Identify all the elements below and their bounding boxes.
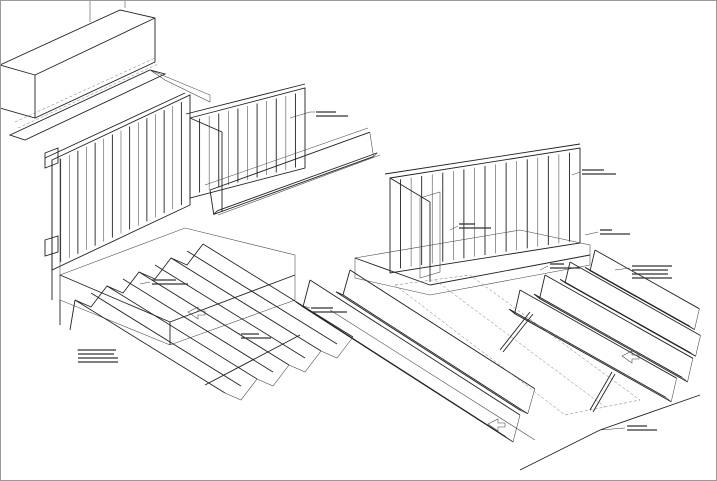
note-wall-right-leader [571, 171, 581, 176]
deck-left-profile [224, 336, 354, 401]
deck-left-rib [138, 271, 290, 366]
slab-edge [429, 254, 591, 286]
brace [499, 311, 531, 351]
trough-a-end [295, 279, 311, 308]
deck-left-rib [154, 264, 306, 359]
trough-c-end [508, 289, 521, 315]
trough-f-valley [589, 270, 695, 330]
trough-e-end [690, 335, 701, 357]
corner-post [44, 147, 59, 169]
trough-d-edge [533, 293, 683, 378]
brace [589, 371, 613, 411]
slab-edge [149, 69, 211, 103]
trough-a-edge [309, 279, 521, 416]
trough-a-end [505, 414, 521, 443]
trough-b-end [520, 388, 536, 415]
gutter-lip [217, 154, 381, 216]
panel-return [389, 177, 431, 203]
deck-edge [519, 429, 601, 471]
flow-arrow [621, 350, 640, 364]
building-edge [0, 64, 36, 76]
deck-edge [204, 334, 301, 386]
deck-edge [599, 394, 701, 431]
trough-e-edge [569, 261, 701, 336]
hidden-line [14, 57, 156, 123]
panel-top-flashing [384, 143, 581, 175]
gutter-left-valley [213, 156, 374, 215]
brace [502, 313, 534, 353]
parapet-cap [8, 69, 167, 141]
gutter-left-edge [217, 152, 378, 212]
corner-post [419, 191, 441, 279]
trough-b-valley [342, 294, 529, 415]
gutter-left-edge [209, 131, 370, 191]
annotation-leaders [77, 111, 672, 431]
trough-f-edge [594, 249, 700, 310]
note-slab-leader [584, 231, 599, 236]
trough-a-edge [295, 301, 507, 438]
note-fixture-leader [599, 427, 626, 431]
trough-f-end [584, 249, 596, 272]
corner-post [44, 235, 59, 257]
trough-b-edge [349, 269, 536, 390]
building-edge [34, 17, 156, 76]
hidden-gutter-axis [434, 279, 606, 408]
deck-left-profile [74, 243, 204, 308]
trough-d-valley [539, 298, 688, 383]
hidden-line [17, 63, 159, 129]
base-slab-right [354, 229, 591, 296]
trough-d-end [681, 358, 694, 383]
trough-e-edge [559, 279, 691, 354]
trough-c-edge [519, 289, 677, 379]
flow-arrow [487, 418, 506, 432]
trough-d-end [533, 274, 546, 300]
slab-edge [354, 257, 431, 286]
trough-f-edge [584, 267, 690, 327]
deck-left-rib [90, 292, 242, 387]
note-corner-leader [449, 225, 459, 231]
gutter-left-end [369, 132, 378, 158]
brace [592, 373, 616, 413]
trough-d-edge [544, 274, 694, 359]
trough-e-end [559, 261, 571, 284]
gutter-left-end [209, 189, 218, 216]
deck-edge [69, 299, 76, 331]
panel-return [189, 117, 223, 133]
deck-left-rib [202, 243, 354, 338]
trough-c-valley [514, 313, 672, 403]
right-assembly [295, 143, 701, 471]
panel-top-flashing [185, 83, 306, 115]
left-assembly [0, 0, 381, 401]
existing-building [0, 9, 156, 119]
trough-c-edge [508, 308, 667, 398]
hidden-gutter [394, 274, 641, 416]
trough-b-edge [335, 291, 522, 412]
trough-c-end [665, 378, 677, 403]
deck-left-rib [186, 250, 338, 345]
note-gutter-leader [139, 281, 151, 285]
trough-e-valley [564, 282, 696, 357]
deck-left-rib [122, 278, 274, 373]
note-ridge-leader [539, 265, 549, 271]
gutter-lip [204, 127, 369, 186]
deck-edge [329, 309, 536, 441]
note-wall-top-leader [289, 111, 315, 119]
note-edge-leader [299, 304, 311, 309]
deck-left-rib [170, 257, 322, 352]
trough-b-end [335, 269, 351, 296]
deck-left-rib [74, 299, 226, 394]
panel-top-flashing [44, 92, 186, 159]
deck-left-rib [106, 285, 258, 380]
flow-arrow [187, 306, 206, 320]
trough-a-valley [302, 306, 514, 443]
note-deck-spec-leader [614, 267, 631, 271]
trough-f-end [689, 308, 700, 330]
note-drain-leader [234, 331, 241, 335]
